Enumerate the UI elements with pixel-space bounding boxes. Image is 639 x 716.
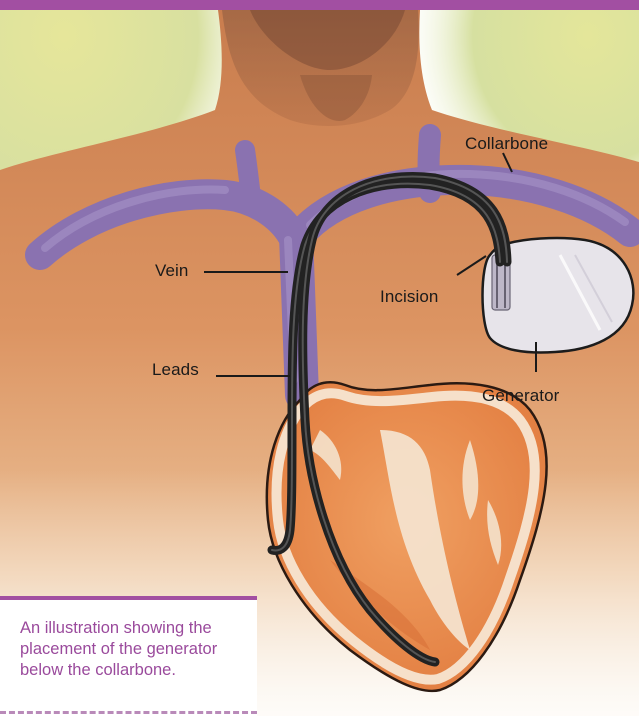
label-incision: Incision bbox=[380, 288, 438, 305]
top-accent-bar bbox=[0, 0, 639, 10]
caption-box: An illustration showing the placement of… bbox=[0, 596, 257, 716]
label-generator: Generator bbox=[482, 387, 559, 404]
label-leads: Leads bbox=[152, 361, 199, 378]
label-collarbone: Collarbone bbox=[465, 135, 548, 152]
label-vein: Vein bbox=[155, 262, 189, 279]
vein-jugular-left bbox=[245, 150, 252, 205]
figure-caption: An illustration showing the placement of… bbox=[20, 618, 248, 681]
caption-dashed-divider bbox=[0, 711, 257, 714]
caption-accent-bar bbox=[0, 596, 257, 600]
